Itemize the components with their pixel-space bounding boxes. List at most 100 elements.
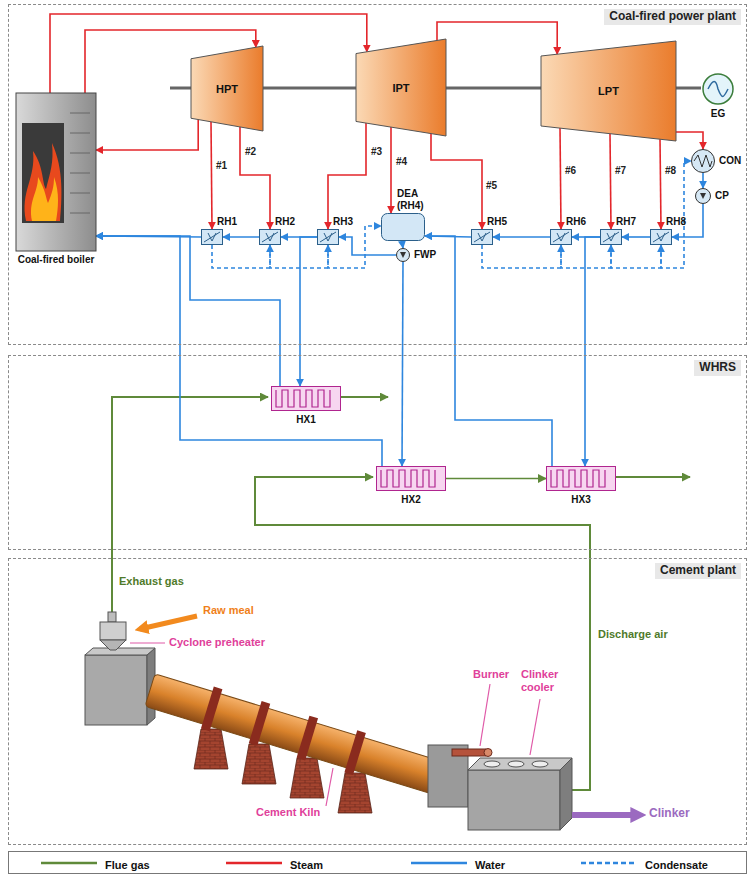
flow-connector [676, 132, 703, 149]
feedwater-pump-outline [396, 248, 410, 262]
burner [452, 749, 492, 757]
clinker-cooler [428, 745, 572, 830]
flow-connector [585, 237, 600, 466]
section-heading: Cement plant [655, 563, 741, 579]
component-label: CON [719, 155, 741, 167]
deaerator-outline [381, 213, 425, 241]
coal-fired-boiler-outline [16, 93, 96, 251]
heat-exchanger-outline [271, 386, 341, 411]
flow-connector [611, 245, 661, 268]
component-label: HX2 [401, 494, 420, 506]
flow-connector [446, 478, 546, 480]
flow-connector [482, 245, 561, 268]
component-label: LPT [598, 85, 619, 98]
flow-connector [702, 173, 704, 188]
flow-connector [437, 22, 557, 54]
flow-connector [402, 262, 403, 466]
legend-text: Steam [290, 859, 323, 871]
regenerative-heater-outline [650, 229, 672, 245]
flow-connector [560, 128, 561, 229]
legend-entry: Flue gas [39, 855, 150, 871]
component-label: RH3 [333, 216, 353, 228]
deaerator: DEA (RH4) [381, 213, 425, 241]
heat-exchanger: HX1 [271, 386, 341, 411]
legend-text: Water [475, 859, 505, 871]
flow-connector [212, 245, 270, 268]
callout-label: Clinker cooler [520, 668, 574, 693]
regenerative-heater-outline [471, 229, 493, 245]
feedwater-pump: FWP [396, 248, 410, 262]
flow-connector [96, 236, 382, 466]
leader-line [530, 699, 540, 755]
condensate-pump: CP [695, 188, 711, 204]
electric-generator: EG [702, 73, 734, 105]
regenerative-heater: RH5 [471, 229, 493, 245]
flow-connector [425, 236, 552, 466]
flow-connector [390, 127, 392, 213]
extraction-number: #8 [664, 165, 677, 177]
component-label: RH5 [487, 216, 507, 228]
cement-kiln [144, 669, 444, 799]
plant-section-panel: Cement plant [8, 558, 747, 845]
exhaust-gas-line [112, 397, 268, 612]
flow-label: Exhaust gas [118, 575, 185, 588]
regenerative-heater-outline [600, 229, 622, 245]
flow-connector [270, 245, 328, 268]
component-label: IPT [392, 81, 409, 94]
extraction-number: #3 [370, 146, 383, 158]
flow-label: Clinker [648, 807, 691, 821]
component-label: RH1 [217, 216, 237, 228]
flow-label: Discharge air [597, 628, 669, 641]
extraction-number: #2 [244, 146, 257, 158]
flow-connector [300, 237, 317, 386]
component-label: HX1 [296, 414, 315, 426]
gas-outlet-line [615, 476, 690, 478]
component-label: HX3 [571, 494, 590, 506]
coal-fired-boiler: Coal-fired boiler [16, 93, 96, 251]
regenerative-heater: RH1 [201, 229, 223, 245]
legend-text: Condensate [645, 859, 708, 871]
steam-turbine: LPT [541, 41, 676, 141]
regenerative-heater: RH2 [259, 229, 281, 245]
steam-turbine: HPT [191, 46, 263, 131]
discharge-air-line [255, 477, 590, 790]
regenerative-heater-outline [259, 229, 281, 245]
heat-exchanger-outline [546, 466, 616, 491]
gas-outlet-line [340, 396, 388, 398]
flow-connector [96, 120, 198, 150]
component-label: HPT [216, 82, 238, 95]
component-label: CP [715, 190, 729, 202]
flow-connector [661, 161, 691, 268]
leader-line [326, 768, 333, 806]
legend-entry: Water [409, 855, 505, 871]
component-label: DEA (RH4) [397, 188, 441, 211]
flow-connector [561, 245, 611, 268]
callout-label: Burner [472, 668, 510, 681]
legend-line-sample [409, 855, 469, 871]
extraction-number: #1 [215, 160, 228, 172]
plant-section-panel: Coal-fired power plantCoal-fired boiler H… [8, 4, 747, 345]
extraction-number: #6 [564, 165, 577, 177]
flow-connector [493, 236, 550, 238]
flow-connector [211, 122, 212, 229]
component-label: FWP [414, 249, 436, 261]
electric-generator-outline [702, 73, 734, 105]
condenser: CON [691, 149, 715, 173]
section-heading: Coal-fired power plant [604, 9, 741, 25]
heat-exchanger: HX3 [546, 466, 616, 491]
flow-connector [402, 241, 403, 248]
flow-connector [610, 134, 611, 229]
condenser-outline [691, 149, 715, 173]
heat-exchanger: HX2 [376, 466, 446, 491]
condensate-pump-outline [695, 188, 711, 204]
extraction-number: #7 [614, 165, 627, 177]
regenerative-heater-outline [317, 229, 339, 245]
legend-box: Flue gas Steam Water Condensate [8, 851, 747, 874]
legend-text: Flue gas [105, 859, 150, 871]
raw-meal-arrow [140, 616, 197, 629]
regenerative-heater-outline [550, 229, 572, 245]
extraction-number: #4 [395, 156, 408, 168]
flow-label: Raw meal [202, 604, 255, 617]
component-label: RH7 [616, 216, 636, 228]
extraction-number: #5 [485, 180, 498, 192]
